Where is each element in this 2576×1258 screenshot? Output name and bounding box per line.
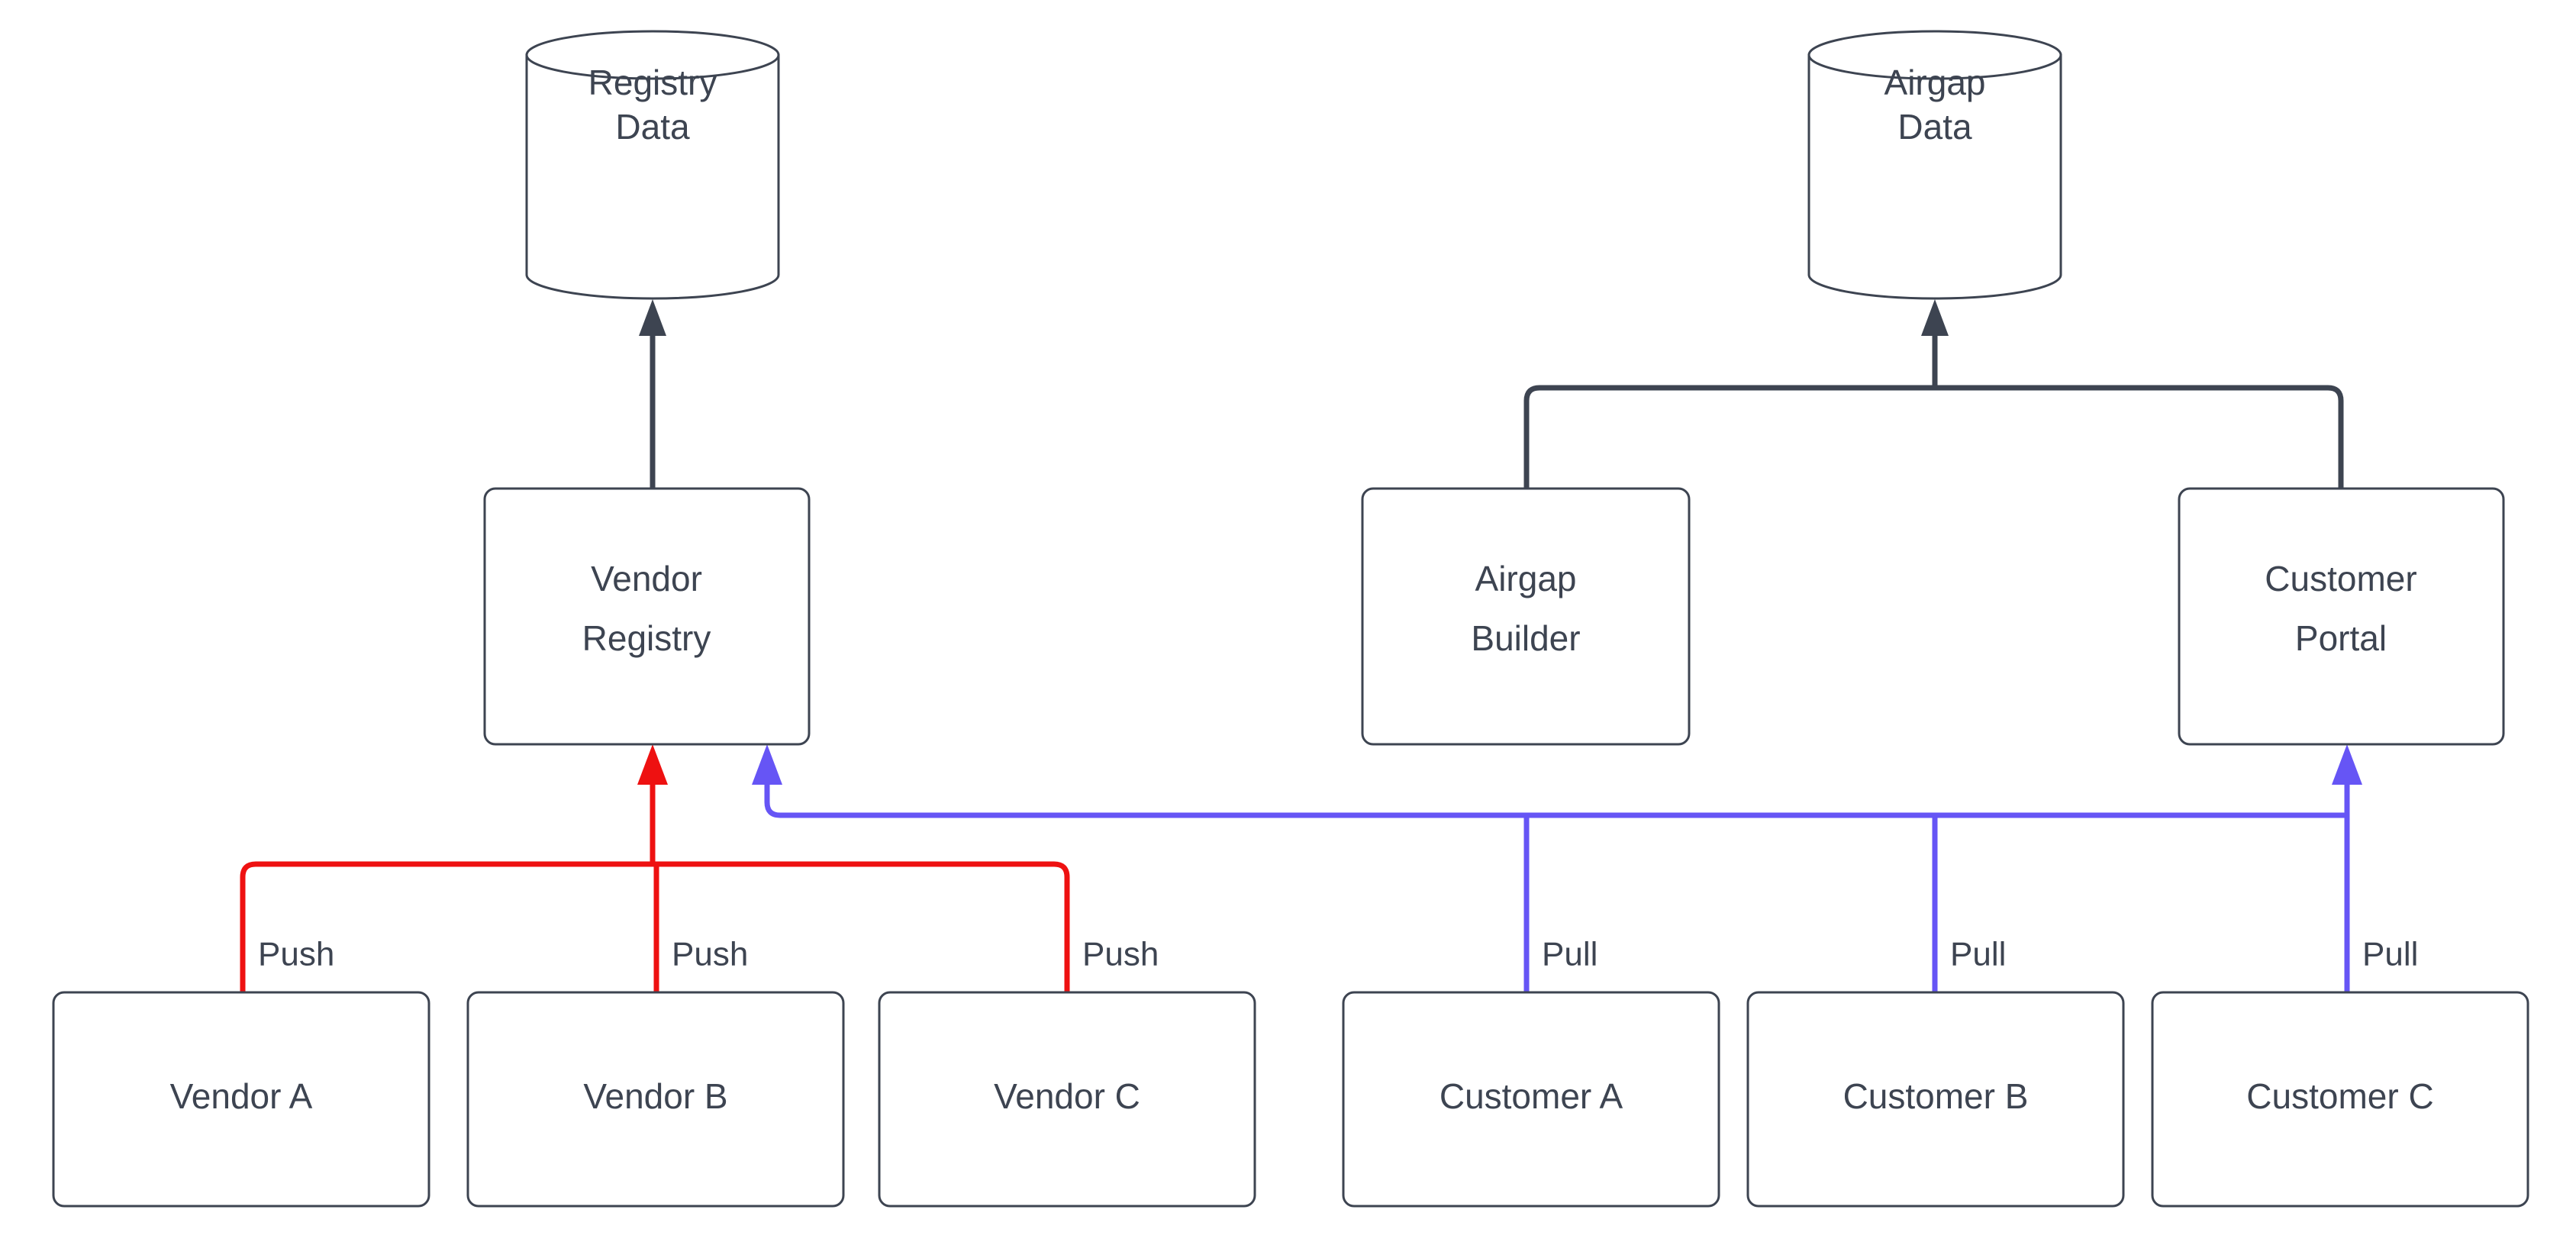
node-box [1361,487,1691,746]
node-label-line1: Airgap [1884,63,1986,102]
edge-line [653,861,1070,992]
edge-customer-portal-to-airgap-data [1921,299,2344,489]
node-label-line1: Airgap [1475,559,1577,598]
edge-label-pull-a: Pull [1542,936,1598,973]
node-vendor-b[interactable]: Vendor B [466,991,845,1208]
edge-label-push-b: Push [672,936,748,973]
edge-airgap-builder-to-airgap-data [1523,385,1922,489]
edge-line [1922,385,2344,489]
edge-riser [764,769,781,818]
node-vendor-registry[interactable]: Vendor Registry [483,487,811,746]
node-vendor-c[interactable]: Vendor C [878,991,1256,1208]
node-box [2178,487,2505,746]
node-registry-data[interactable]: Registry Data [525,30,780,300]
node-label: Customer C [2246,1076,2433,1116]
node-box [52,991,430,1208]
node-box [483,487,811,746]
node-vendor-a[interactable]: Vendor A [52,991,430,1208]
arrowhead-up-icon [752,744,782,785]
node-label-line2: Data [615,107,690,147]
node-box [1342,991,1720,1208]
arrowhead-up-icon [1921,299,1949,336]
node-label-line2: Registry [582,618,711,658]
node-label: Vendor A [170,1076,313,1116]
edge-pull-riser-to-customer-portal [2332,744,2362,815]
node-airgap-data[interactable]: Airgap Data [1807,30,2062,300]
edge-line [240,861,653,992]
node-customer-a[interactable]: Customer A [1342,991,1720,1208]
node-label: Customer B [1843,1076,2029,1116]
edge-pull-riser-to-vendor-registry [752,744,782,818]
node-airgap-builder[interactable]: Airgap Builder [1361,487,1691,746]
node-label-line2: Portal [2295,618,2387,658]
arrowhead-up-icon [2332,744,2362,785]
cylinder-top [1807,30,2062,80]
cylinder-top [525,30,780,80]
edge-customer-c-pull [780,812,2350,992]
node-box [1746,991,2125,1208]
edge-label-push-a: Push [258,936,334,973]
node-label: Customer A [1440,1076,1623,1116]
edge-label-pull-b: Pull [1950,936,2006,973]
node-box [2151,991,2529,1208]
edge-vendor-registry-to-registry-data [639,299,666,489]
node-label-line2: Builder [1471,618,1580,658]
edge-label-pull-c: Pull [2362,936,2418,973]
node-label-line1: Registry [588,63,717,102]
node-label: Vendor C [994,1076,1140,1116]
node-customer-b[interactable]: Customer B [1746,991,2125,1208]
cylinder-body [525,53,780,300]
cylinder-body [1807,53,2062,300]
node-label: Vendor B [583,1076,727,1116]
node-label-line1: Vendor [591,559,702,598]
edge-push-riser-to-vendor-registry [637,744,668,864]
node-customer-portal[interactable]: Customer Portal [2178,487,2505,746]
edge-vendor-a-push [240,861,653,992]
node-label-line2: Data [1897,107,1972,147]
node-label-line1: Customer [2265,559,2416,598]
edge-line [1523,385,1922,489]
node-box [878,991,1256,1208]
edge-vendor-c-push [653,861,1070,992]
edge-label-push-c: Push [1082,936,1159,973]
node-customer-c[interactable]: Customer C [2151,991,2529,1208]
arrowhead-up-icon [639,299,666,336]
node-box [466,991,845,1208]
arrowhead-up-icon [637,744,668,785]
